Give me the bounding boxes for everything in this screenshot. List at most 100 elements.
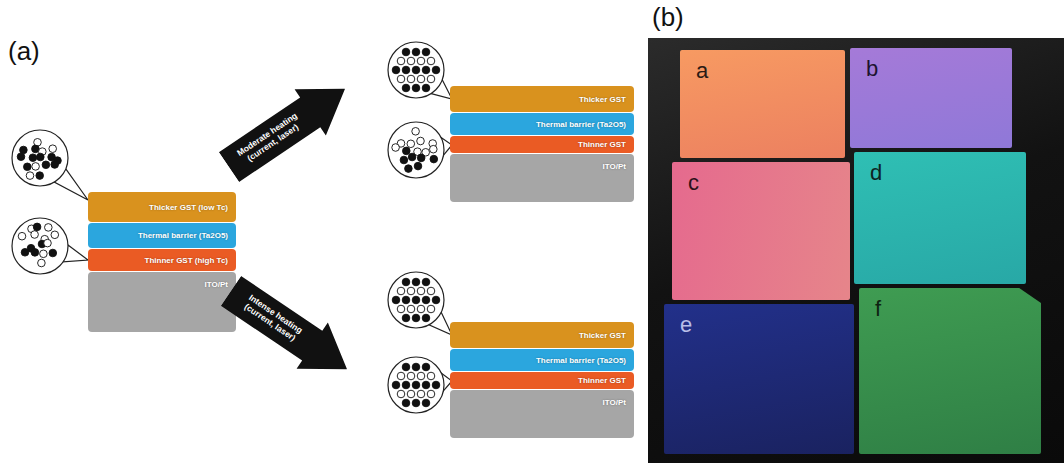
atom-dot — [405, 165, 413, 173]
arrow-body — [215, 268, 362, 393]
atom-dot — [49, 145, 57, 153]
atom-dot — [422, 66, 430, 74]
atom-dot — [417, 305, 425, 313]
panel-label: (a) — [8, 36, 40, 67]
panel-label: (b) — [652, 2, 684, 33]
color-sample: d — [854, 152, 1026, 284]
atom-dot — [402, 278, 410, 286]
lattice-callout — [388, 122, 452, 178]
atom-dot — [38, 259, 46, 267]
layer-label: Thicker GST (low Tc) — [149, 203, 228, 212]
atom-dot — [422, 314, 430, 322]
process-arrow: Moderate heating (current, laser) — [213, 66, 360, 191]
callout-circle — [388, 42, 444, 98]
atom-dot — [403, 147, 411, 155]
atom-dot — [402, 48, 410, 56]
atom-dot — [417, 57, 425, 65]
atom-dot — [422, 278, 430, 286]
sample-letter: e — [680, 312, 692, 338]
color-sample: f — [859, 288, 1041, 454]
material-layer: Thicker GST — [450, 86, 634, 112]
atom-dot — [392, 144, 400, 152]
atom-dot — [397, 75, 405, 83]
material-layer: Thermal barrier (Ta2O5) — [88, 223, 236, 248]
atom-dot — [37, 153, 45, 161]
atom-dot — [18, 232, 26, 240]
material-layer: Thicker GST — [450, 322, 634, 348]
atom-dot — [402, 296, 410, 304]
atom-dot — [417, 137, 425, 145]
layer-label: Thicker GST — [579, 331, 626, 340]
atom-dot — [31, 231, 39, 239]
atom-dot — [412, 128, 420, 136]
material-layer: ITO/Pt — [450, 390, 634, 438]
atom-dot — [392, 296, 400, 304]
atom-dot — [397, 390, 405, 398]
atom-dot — [402, 66, 410, 74]
layer-label: Thermal barrier (Ta2O5) — [536, 120, 626, 129]
callout-circle — [12, 130, 68, 186]
process-arrow: Intense heating (current, laser) — [215, 268, 362, 393]
atom-dot — [430, 145, 438, 153]
atom-dot — [422, 399, 430, 407]
material-layer: Thinner GST — [450, 372, 634, 389]
material-layer: Thinner GST (high Tc) — [88, 249, 236, 271]
callout-circle — [388, 357, 444, 413]
atom-dot — [407, 140, 415, 148]
atom-dot — [392, 381, 400, 389]
lattice-callout — [12, 218, 88, 274]
layer-label: Thinner GST — [578, 376, 626, 385]
atom-dot — [24, 163, 32, 171]
sample-letter: f — [875, 296, 881, 322]
atom-dot — [430, 155, 438, 163]
atom-dot — [417, 154, 425, 162]
callout-circle — [388, 272, 444, 328]
layer-label: Thermal barrier (Ta2O5) — [536, 356, 626, 365]
material-layer: Thinner GST — [450, 136, 634, 153]
atom-dot — [392, 66, 400, 74]
atom-dot — [32, 163, 40, 171]
sample-letter: c — [688, 170, 699, 196]
layer-label: ITO/Pt — [603, 162, 626, 171]
atom-dot — [407, 372, 415, 380]
sample-letter: d — [870, 160, 882, 186]
atom-dot — [412, 399, 420, 407]
lattice-callout — [388, 357, 452, 413]
color-sample: a — [680, 50, 845, 158]
atom-dot — [432, 296, 440, 304]
atom-dot — [422, 381, 430, 389]
atom-dot — [407, 57, 415, 65]
lattice-callout — [388, 272, 452, 335]
layer-label: Thermal barrier (Ta2O5) — [138, 231, 228, 240]
atom-dot — [49, 249, 57, 257]
atom-dot — [427, 305, 435, 313]
atom-dot — [427, 287, 435, 295]
material-layer: Thicker GST (low Tc) — [88, 192, 236, 222]
color-sample: e — [664, 304, 854, 454]
atom-dot — [407, 287, 415, 295]
atom-dot — [412, 278, 420, 286]
atom-dot — [51, 231, 59, 239]
atom-dot — [29, 154, 37, 162]
color-sample: b — [850, 48, 1012, 148]
atom-dot — [422, 84, 430, 92]
atom-dot — [427, 75, 435, 83]
atom-dot — [26, 172, 34, 180]
material-layer: Thermal barrier (Ta2O5) — [450, 349, 634, 371]
atom-dot — [397, 57, 405, 65]
arrow-label: Intense heating (current, laser) — [224, 278, 320, 359]
atom-dot — [432, 381, 440, 389]
atom-dot — [45, 224, 53, 232]
atom-dot — [427, 372, 435, 380]
material-layer: ITO/Pt — [88, 272, 236, 332]
atom-dot — [422, 48, 430, 56]
atom-dot — [417, 390, 425, 398]
layer-label: ITO/Pt — [603, 398, 626, 407]
atom-dot — [412, 84, 420, 92]
callout-circle — [12, 218, 68, 274]
callout-circle — [388, 122, 444, 178]
atom-dot — [44, 239, 52, 247]
atom-dot — [422, 296, 430, 304]
atom-dot — [402, 399, 410, 407]
